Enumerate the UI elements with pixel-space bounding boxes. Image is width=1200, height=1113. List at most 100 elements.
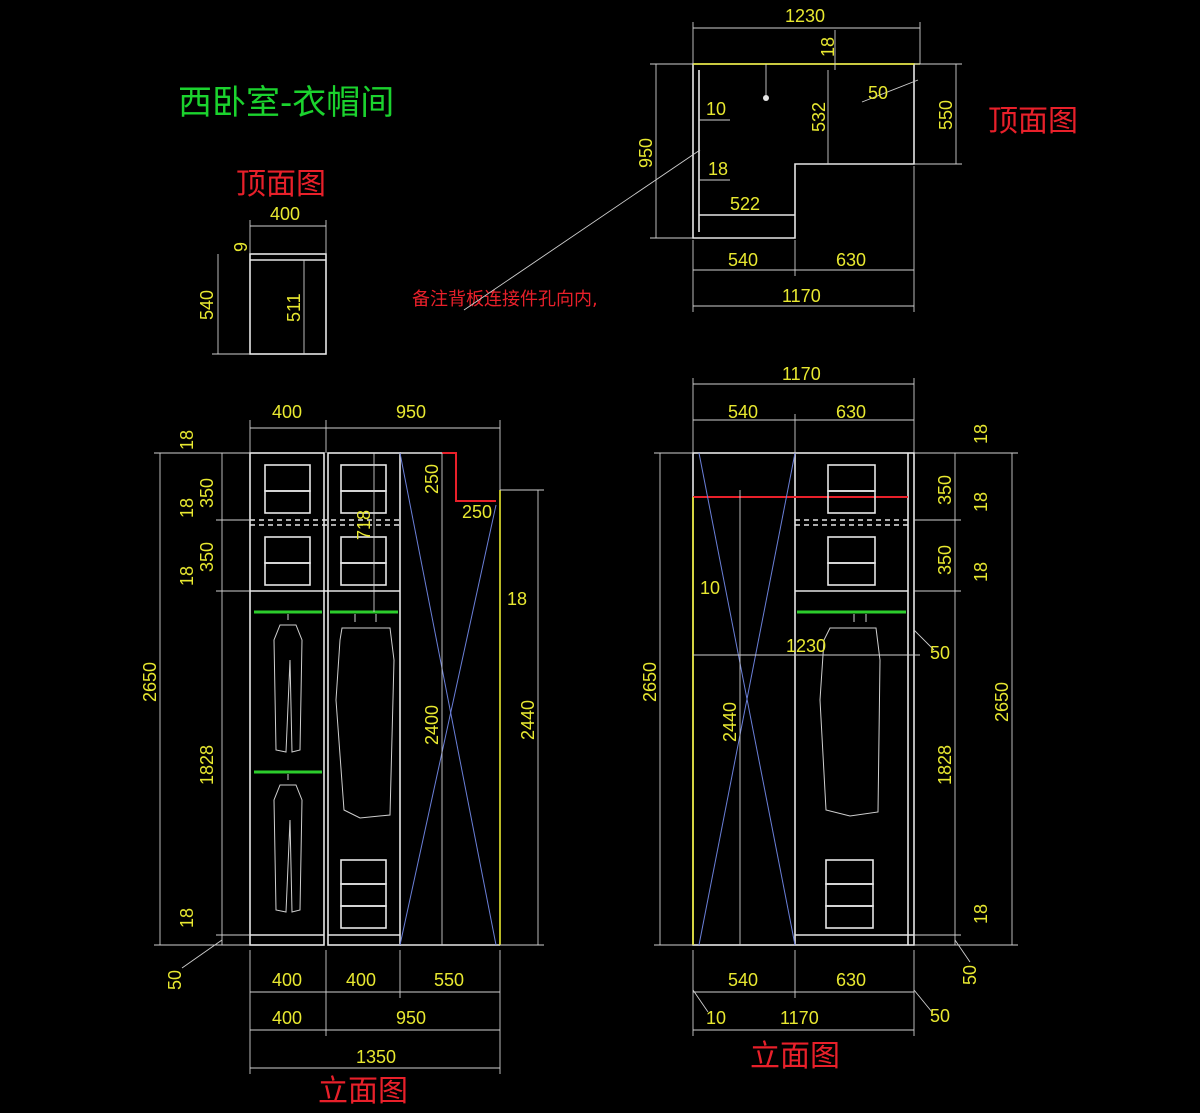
left-corner-red: [442, 452, 496, 502]
note-leader: [463, 149, 701, 311]
dim-small-inner-depth: 511: [284, 293, 304, 322]
dim-r-plinth: 50: [960, 965, 980, 985]
dim-r-stack-3: 350: [935, 545, 955, 575]
dim-overall-top: 1230: [785, 6, 825, 26]
dim-bottom-2: 400: [346, 970, 376, 990]
cross-line-4: [698, 452, 796, 946]
cross-line-2: [399, 504, 497, 946]
dim-stack-0: 18: [177, 430, 197, 450]
dim-r-top-left: 540: [728, 402, 758, 422]
dim-r-bottom-2: 630: [836, 970, 866, 990]
dim-inner-height: 2400: [422, 705, 442, 745]
top-plan-view: 1230 18 10 18 532 50 550 950 522 540 630…: [463, 6, 962, 312]
dim-r-left-height: 2650: [640, 662, 660, 702]
dim-side-panel: 10: [706, 99, 726, 119]
dim-inner-top: 718: [354, 510, 374, 540]
dim-small-width: 400: [270, 204, 300, 224]
right-elevation-label: 立面图: [750, 1039, 840, 1074]
dim-small-depth: 540: [197, 290, 217, 320]
dim-inner-width: 522: [730, 194, 760, 214]
dim-r-inner-height: 2440: [720, 702, 740, 742]
dim-total-height: 2650: [140, 662, 160, 702]
shirt-icon: [273, 774, 303, 913]
dim-leader: [954, 939, 971, 963]
dim-gap-right: 50: [868, 83, 888, 103]
dim-depth-short: 532: [809, 102, 829, 132]
dim-top-right: 950: [396, 402, 426, 422]
dim-plinth: 50: [165, 970, 185, 990]
dim-rear-panel: 18: [708, 159, 728, 179]
dim-r-top-right: 630: [836, 402, 866, 422]
dim-panel-side: 18: [507, 589, 527, 609]
drawing-title: 西卧室-衣帽间: [178, 83, 394, 123]
right-elevation-view: 1170 540 630 18 350 18 350 18 1828 18 10…: [640, 364, 1018, 1036]
small-plan-label: 顶面图: [236, 167, 326, 202]
dim-r-stack-1: 350: [935, 475, 955, 505]
dim-stack-4: 18: [177, 566, 197, 586]
shirt-icon: [273, 614, 303, 753]
drawer-box: [340, 905, 387, 929]
dim-r-stack-4: 18: [971, 562, 991, 582]
left-elevation-view: 400 950 18 350 18 350 18 1828 18 2650 50…: [140, 402, 881, 1074]
dim-leader: [692, 989, 709, 1013]
dim-r-bottom-total: 1170: [780, 1008, 819, 1028]
top-plan-label: 顶面图: [988, 104, 1078, 139]
dim-bottom-total: 1350: [356, 1047, 396, 1067]
dim-corner-w: 250: [462, 502, 492, 522]
dim-right-height: 2440: [518, 700, 538, 740]
assembly-note: 备注背板连接件孔向内,: [412, 289, 598, 310]
drawer-boxes-right: [825, 464, 876, 929]
dim-r-bottom-right: 50: [930, 1006, 950, 1026]
dim-r-inner-width: 1230: [786, 636, 826, 656]
left-cabinet-1: [249, 452, 325, 946]
dim-bottom-1: 400: [272, 970, 302, 990]
drawer-box: [827, 490, 876, 514]
dim-panel-top: 18: [818, 37, 838, 57]
cross-line-1: [399, 452, 497, 946]
dim-r-stack-2: 18: [971, 492, 991, 512]
dim-bottom-5: 950: [396, 1008, 426, 1028]
dim-r-gap: 50: [930, 643, 950, 663]
dim-depth-total: 950: [636, 138, 656, 168]
dim-r-side-panel: 10: [700, 578, 720, 598]
dim-stack-2: 18: [177, 498, 197, 518]
clothing-icons: [273, 614, 881, 913]
coat-icon: [819, 614, 881, 817]
drawer-box: [340, 562, 387, 586]
dim-stack-6: 18: [177, 908, 197, 928]
drawer-box: [264, 562, 311, 586]
dim-bottom-total: 1170: [782, 286, 821, 306]
coat-icon: [335, 614, 395, 819]
drawer-box: [264, 490, 311, 514]
dim-leader: [181, 939, 223, 969]
small-plan-outline: [249, 253, 327, 355]
dim-leader: [913, 989, 933, 1013]
dim-stack-3: 350: [197, 542, 217, 572]
dim-r-bottom-1: 540: [728, 970, 758, 990]
dim-r-stack-0: 18: [971, 424, 991, 444]
dim-r-bottom-left: 10: [706, 1008, 726, 1028]
left-elevation-label: 立面图: [318, 1074, 408, 1109]
dim-top-left: 400: [272, 402, 302, 422]
dim-r-stack-6: 18: [971, 904, 991, 924]
dim-bottom-left: 540: [728, 250, 758, 270]
dim-stack-1: 350: [197, 478, 217, 508]
drawer-box: [825, 905, 874, 929]
dim-bottom-4: 400: [272, 1008, 302, 1028]
left-cabinet-2: [327, 452, 401, 946]
dim-leader: [913, 629, 935, 651]
drawer-box: [827, 562, 876, 586]
small-plan-view: 400 9 540 511: [197, 204, 327, 355]
dim-r-right-height: 2650: [992, 682, 1012, 722]
dim-small-panel: 9: [231, 242, 251, 252]
dim-corner-h: 250: [422, 464, 442, 494]
dim-depth-right: 550: [936, 100, 956, 130]
dim-r-top-total: 1170: [782, 364, 821, 384]
dim-bottom-right: 630: [836, 250, 866, 270]
dim-leader: [861, 79, 919, 103]
drawer-box: [340, 490, 387, 514]
dim-r-stack-5: 1828: [935, 745, 955, 785]
drawer-boxes: [264, 464, 387, 929]
